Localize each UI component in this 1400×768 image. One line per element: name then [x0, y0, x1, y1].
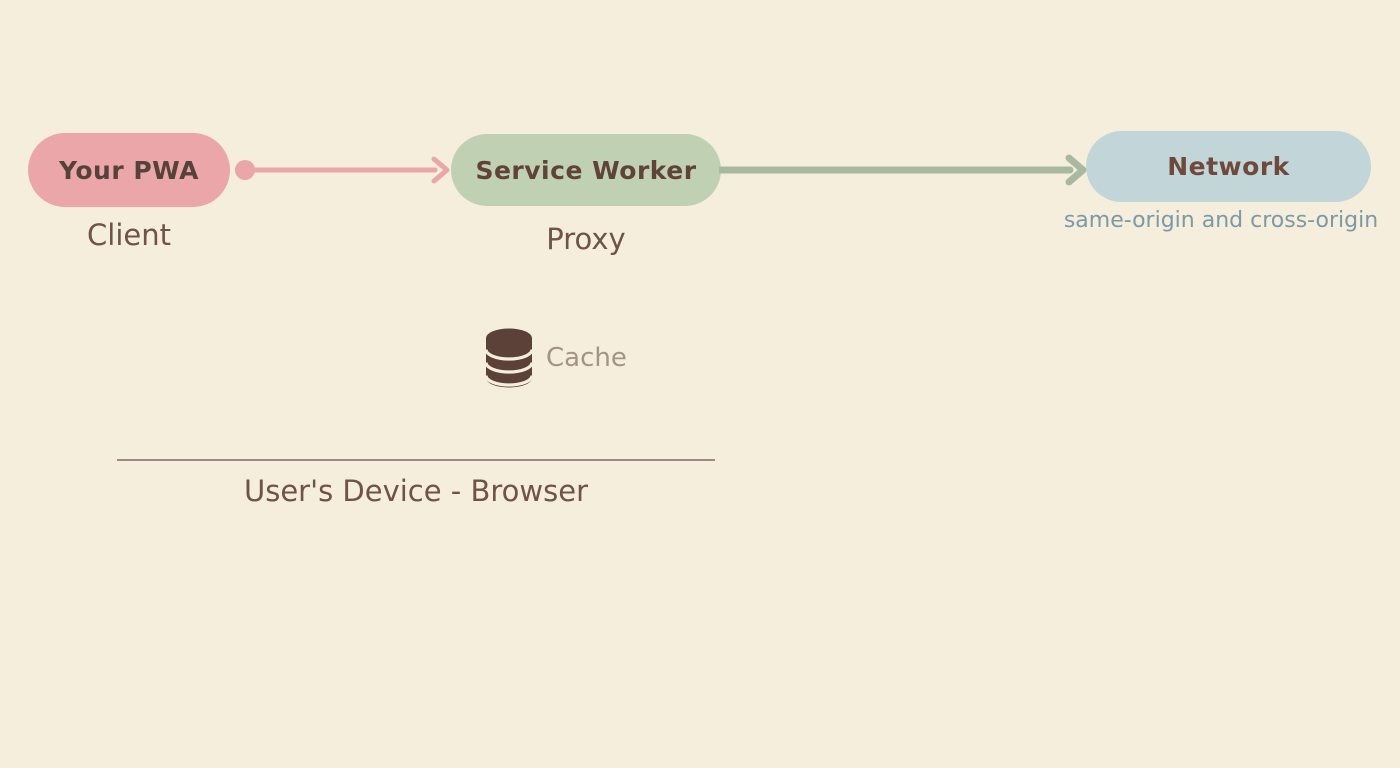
node-network: Network [1086, 131, 1371, 202]
cache-label: Cache [546, 343, 627, 373]
arrow-service-worker-to-network [719, 154, 1087, 186]
node-your-pwa-label: Your PWA [59, 155, 199, 185]
arrow-head [431, 156, 450, 184]
arrow-tail-dot [235, 160, 255, 180]
node-service-worker-sublabel: Proxy [546, 222, 626, 256]
arrow-head [1065, 154, 1087, 186]
arrow-pwa-to-service-worker [235, 156, 450, 184]
node-your-pwa: Your PWA [28, 133, 230, 207]
device-boundary-line [117, 459, 715, 461]
cache-group: Cache [485, 328, 705, 388]
node-network-sublabel: same-origin and cross-origin [1063, 208, 1379, 233]
node-service-worker-label: Service Worker [475, 155, 697, 185]
node-your-pwa-sublabel: Client [87, 218, 171, 252]
node-service-worker: Service Worker [451, 134, 721, 206]
device-boundary-label: User's Device - Browser [244, 474, 588, 508]
database-icon [485, 328, 533, 388]
node-network-label: Network [1167, 152, 1290, 181]
